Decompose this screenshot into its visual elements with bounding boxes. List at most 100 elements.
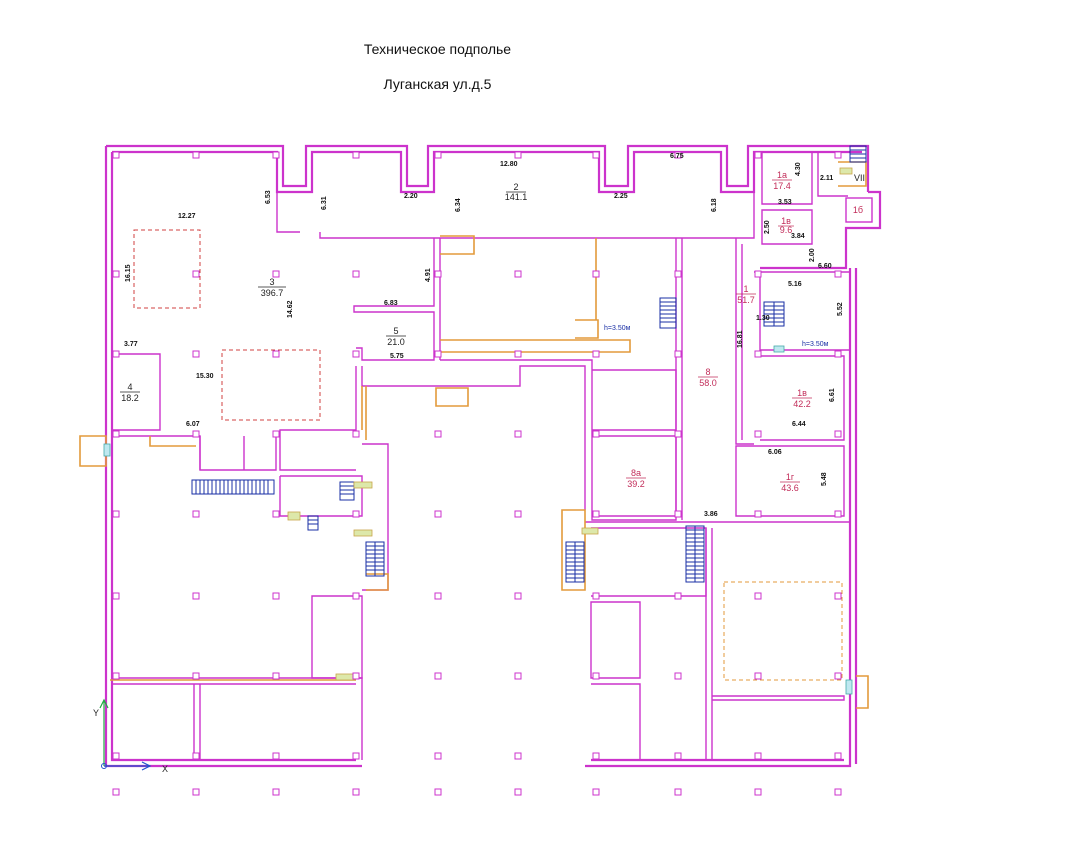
column-marker [192,752,200,760]
dim-label: 6.44 [792,421,806,428]
stair-9 [307,515,319,531]
column-marker [592,510,600,518]
dim-label: 5.48 [821,472,828,486]
column-marker [834,151,842,159]
column-marker [754,151,762,159]
column-marker [112,510,120,518]
dim-label: 6.06 [768,449,782,456]
column-marker [834,672,842,680]
stair-4 [565,541,585,583]
outer-walls [104,144,882,768]
column-marker [434,430,442,438]
column-marker [592,672,600,680]
svg-text:5: 5 [393,326,398,336]
column-marker [592,788,600,796]
column-marker [754,510,762,518]
column-marker [434,270,442,278]
dim-label: 1.30 [756,315,770,322]
column-marker [514,752,522,760]
column-marker [192,788,200,796]
axis-x-label: X [162,764,168,774]
svg-text:17.4: 17.4 [773,181,791,191]
column-marker [192,350,200,358]
dashed-zone-2 [221,349,321,421]
dashed-zone-1 [133,229,201,309]
svg-text:1г: 1г [786,472,795,482]
column-marker [112,430,120,438]
column-marker [192,672,200,680]
column-marker [754,672,762,680]
room-2: 2 141.1 [505,182,528,202]
column-marker [112,350,120,358]
dimension-labels: 12.80 6.75 2.20 2.25 6.34 6.18 6.53 6.31… [124,153,844,518]
column-marker [514,788,522,796]
column-marker [434,752,442,760]
column-marker [272,151,280,159]
column-marker [352,270,360,278]
svg-text:8а: 8а [631,468,641,478]
column-marker [272,430,280,438]
column-marker [592,151,600,159]
column-marker [352,672,360,680]
stair-5 [685,525,705,583]
column-marker [272,510,280,518]
plan-title: Техническое подполье [363,41,512,57]
stair-3 [365,541,385,577]
column-marker [434,592,442,600]
dim-label: 2.11 [820,175,833,182]
column-marker [592,430,600,438]
room-8: 8 58.0 [698,367,718,388]
column-marker [674,430,682,438]
column-marker [514,270,522,278]
room-1g: 1г 43.6 [780,472,800,493]
room-labels: 2 141.1 3 396.7 4 18.2 5 21.0 1 51.7 1а … [120,170,873,493]
column-marker [352,151,360,159]
svg-text:2: 2 [513,182,518,192]
column-marker [592,752,600,760]
svg-text:1: 1 [743,284,748,294]
room-1: 1 51.7 [736,284,756,305]
column-marker [834,350,842,358]
column-marker [674,270,682,278]
dim-label: 5.52 [837,302,844,316]
ucs-axis-icon: Y X [93,698,168,774]
dim-label: 3.86 [704,511,718,518]
svg-text:1в: 1в [797,388,807,398]
dim-label: 3.53 [778,199,792,206]
openings [103,167,853,695]
svg-text:8: 8 [705,367,710,377]
column-marker [754,592,762,600]
column-marker [834,752,842,760]
svg-text:4: 4 [127,382,132,392]
column-marker [352,430,360,438]
column-marker [352,510,360,518]
svg-text:141.1: 141.1 [505,192,528,202]
column-marker [754,788,762,796]
dim-label: 3.77 [124,341,138,348]
room-3: 3 396.7 [258,277,286,298]
height-mark: h=3.50м [802,341,829,348]
column-marker [674,592,682,600]
svg-text:1в: 1в [781,216,791,226]
column-marker [192,430,200,438]
svg-text:396.7: 396.7 [261,288,284,298]
column-marker [754,350,762,358]
column-marker [674,672,682,680]
dim-label: 3.84 [791,233,805,240]
column-marker [514,672,522,680]
room-5: 5 21.0 [386,326,406,347]
dim-label: 4.30 [795,162,802,176]
column-marker [514,430,522,438]
inner-walls [112,152,851,760]
dim-label: 4.91 [425,268,432,282]
dim-label: 15.30 [196,373,214,380]
column-marker [514,592,522,600]
column-marker [112,270,120,278]
column-marker [434,672,442,680]
columns [112,151,842,796]
dim-label: 14.62 [287,300,294,318]
column-marker [112,592,120,600]
column-marker [192,510,200,518]
svg-text:1б: 1б [853,205,863,215]
